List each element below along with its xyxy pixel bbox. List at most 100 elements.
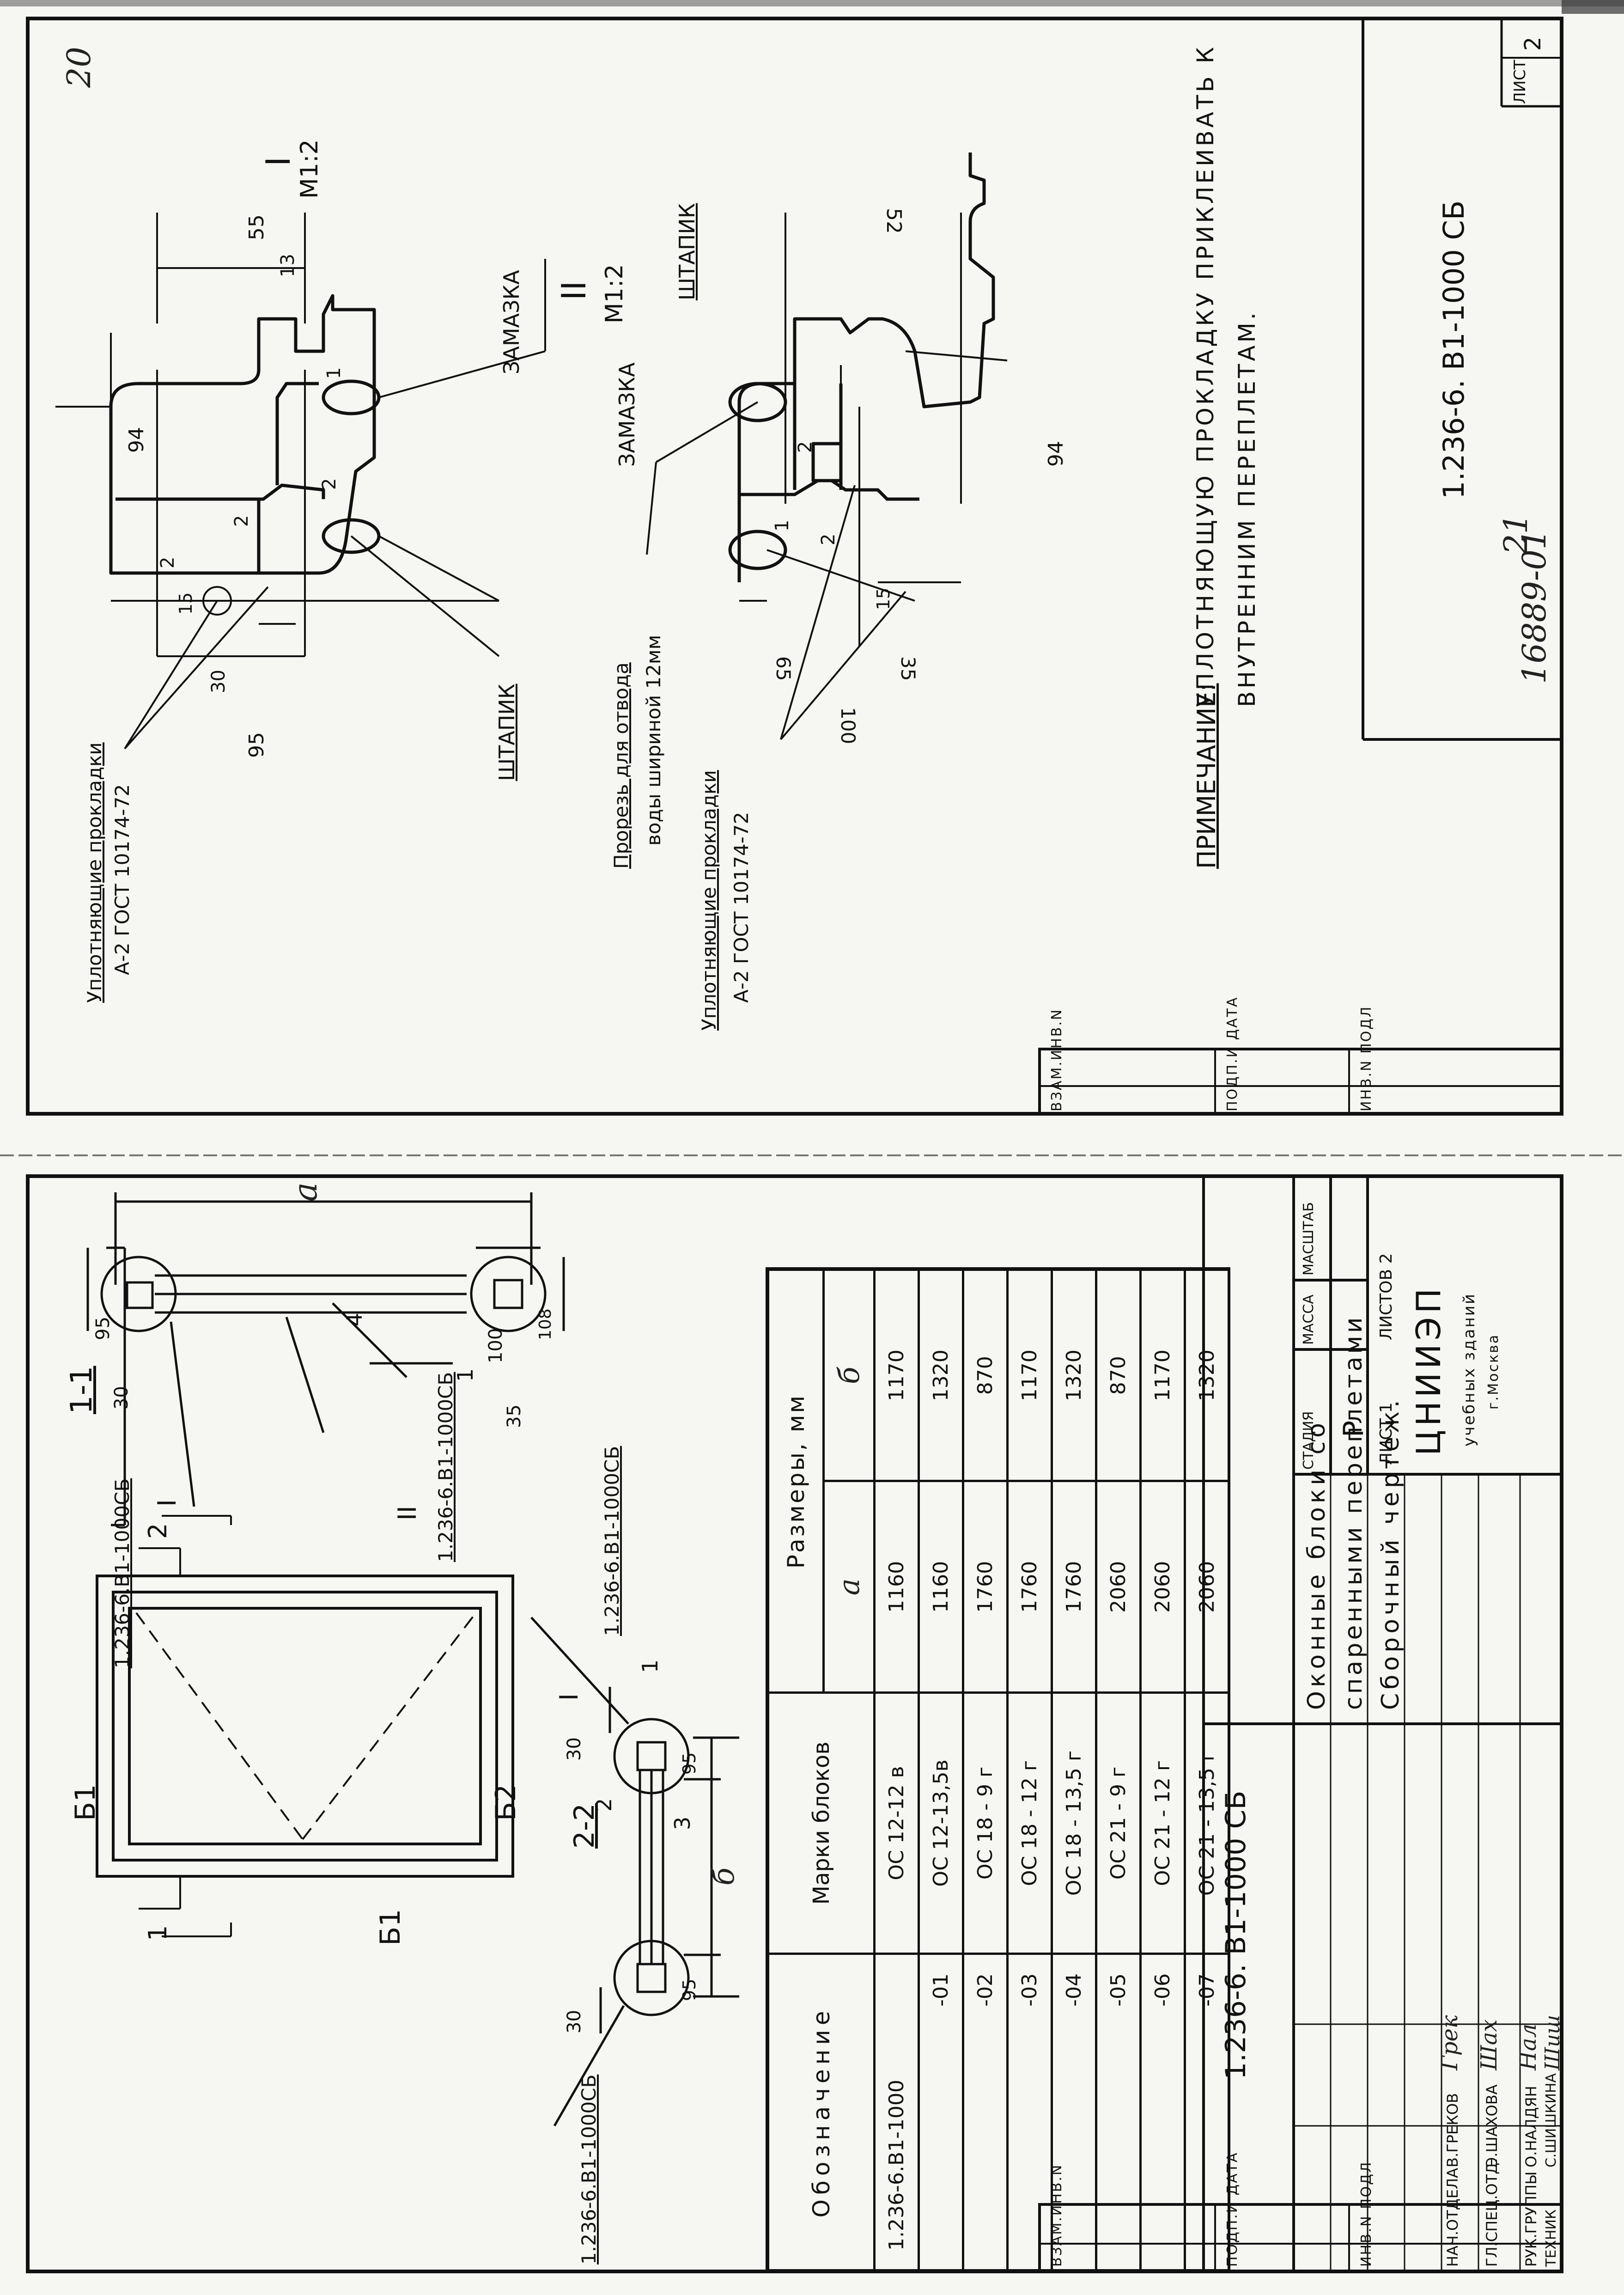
dim-label: 55 bbox=[245, 214, 268, 240]
dim-label: 94 bbox=[1044, 441, 1068, 467]
dim-label: 95 bbox=[679, 1978, 699, 2001]
table-cell-size-a: 2060 bbox=[1185, 1481, 1229, 1693]
dim-a-label: а bbox=[286, 1182, 324, 1202]
sheet2-doc-code: 1.236-6. В1-1000 СБ bbox=[1437, 200, 1471, 499]
title-block-stage: Р bbox=[1338, 1420, 1370, 1437]
staff-name: В.ГРЕКОВ bbox=[1444, 2093, 1461, 2167]
sheet2-sheet-number: 2 bbox=[1520, 37, 1546, 51]
table-cell-size-a: 1760 bbox=[963, 1481, 1008, 1693]
dim-label: 35 bbox=[504, 1404, 525, 1428]
note-line-1: УПЛОТНЯЮЩУЮ ПРОКЛАДКУ ПРИКЛЕИВАТЬ К bbox=[1192, 44, 1219, 707]
dim-label: 100 bbox=[837, 707, 859, 745]
staff-name: О.НАЛДЯН bbox=[1522, 2086, 1540, 2167]
table-cell-mark: ОС 18 - 13,5 г bbox=[1052, 1692, 1096, 1954]
table-cell-size-b: 1320 bbox=[1052, 1270, 1096, 1481]
elevation-b1-label: Б1 bbox=[374, 1909, 407, 1946]
col-header-sizes: Размеры, мм bbox=[768, 1270, 824, 1693]
detail-I-scale: М1:2 bbox=[296, 139, 323, 199]
detail-II-putty-label: ЗАМАЗКА bbox=[614, 362, 639, 467]
dim-label: 95 bbox=[245, 732, 268, 758]
stamp-column-label: ИНВ.N ПОДЛ bbox=[1358, 1005, 1375, 1111]
table-cell-designation: -06 bbox=[1140, 1953, 1185, 2271]
dim-label: 108 bbox=[536, 1308, 555, 1340]
table-cell-designation: -05 bbox=[1096, 1953, 1141, 2271]
stamp-column-label: ИНВ.N ПОДЛ bbox=[1358, 2161, 1375, 2267]
dim-label: 100 bbox=[485, 1328, 506, 1363]
dim-label: 15 bbox=[873, 587, 894, 610]
col-header-b: б bbox=[823, 1270, 875, 1481]
table-cell-mark: ОС 12-12 в bbox=[874, 1692, 919, 1954]
staff-role: ГЛ.СПЕЦ.ОТД. bbox=[1483, 2158, 1501, 2267]
position-label: 2 bbox=[591, 1798, 616, 1812]
detail-II-slot-line-2: воды шириной 12мм bbox=[642, 635, 665, 846]
callout-I: I bbox=[152, 1499, 182, 1507]
position-label: 2 bbox=[818, 533, 839, 545]
table-cell-size-b: 1170 bbox=[1140, 1270, 1185, 1481]
table-cell-designation: 1.236-6.В1-1000 bbox=[874, 1953, 919, 2271]
position-label: 1 bbox=[772, 519, 793, 531]
col-header-designation: Обозначение bbox=[768, 1953, 875, 2271]
inventory-number: 16889-01 bbox=[1515, 529, 1553, 684]
dim-label: 35 bbox=[897, 656, 919, 681]
title-block-sheets: ЛИСТОВ 2 bbox=[1377, 1253, 1396, 1340]
staff-role: ТЕХНИК bbox=[1543, 2209, 1559, 2267]
section-2-2-ref: 1.236-6.В1-1000СБ bbox=[601, 1446, 623, 1636]
title-block-scale-header: МАСШТАБ bbox=[1301, 1202, 1317, 1276]
table-cell-mark: ОС 21 - 9 г bbox=[1096, 1692, 1141, 1954]
section-1-1-ref-II: 1.236-6.В1-1000СБ bbox=[434, 1372, 457, 1562]
table-cell-designation: -01 bbox=[918, 1953, 963, 2271]
detail-II-marker: II bbox=[554, 281, 593, 300]
section-2-2-ref-left: 1.236-6.В1-1000СБ bbox=[578, 2074, 600, 2264]
staff-signature: Шиш bbox=[1541, 2014, 1564, 2070]
table-cell-size-b: 870 bbox=[1096, 1270, 1141, 1481]
detail-II-bead-label: ШТАПИК bbox=[675, 203, 699, 300]
title-block-name-2: спаренными переплетами bbox=[1340, 1314, 1368, 1710]
dim-b-label: б bbox=[707, 1867, 741, 1886]
staff-name: С.ШИШКИНА bbox=[1543, 2073, 1559, 2167]
spec-table-wrapper: Обозначение Марки блоков Размеры, мм а б… bbox=[767, 1269, 1229, 2271]
page-number-top: 20 bbox=[60, 46, 98, 88]
staff-signature: Грек bbox=[1437, 2015, 1463, 2070]
table-cell-size-b: 870 bbox=[963, 1270, 1008, 1481]
dim-label: 15 bbox=[176, 592, 196, 615]
title-block-sheet: ЛИСТ 1 bbox=[1377, 1402, 1396, 1465]
elevation-b1-label: Б1 bbox=[69, 1784, 102, 1821]
table-cell-size-a: 1760 bbox=[1052, 1481, 1096, 1693]
position-label: 1 bbox=[323, 367, 345, 379]
table-cell-size-a: 1760 bbox=[1007, 1481, 1052, 1693]
detail-I-gasket-std: А-2 ГОСТ 10174-72 bbox=[111, 784, 134, 975]
table-cell-size-b: 1170 bbox=[874, 1270, 919, 1481]
dim-label: 13 bbox=[277, 254, 298, 277]
table-cell-size-b: 1170 bbox=[1007, 1270, 1052, 1481]
position-label: 2 bbox=[157, 556, 178, 568]
detail-I-putty-label: ЗАМАЗКА bbox=[499, 270, 524, 374]
note-line-2: ВНУТРЕННИМ ПЕРЕПЛЕТАМ. bbox=[1234, 310, 1260, 707]
table-cell-mark: ОС 21 - 12 г bbox=[1140, 1692, 1185, 1954]
position-label: 4 bbox=[342, 1312, 367, 1326]
table-cell-mark: ОС 18 - 9 г bbox=[963, 1692, 1008, 1954]
dim-label: 95 bbox=[679, 1752, 699, 1775]
table-cell-size-a: 2060 bbox=[1096, 1481, 1141, 1693]
detail-I-gasket-label: Уплотняющие прокладки bbox=[83, 742, 106, 1003]
table-cell-designation: -02 bbox=[963, 1953, 1008, 2271]
col-header-a: а bbox=[823, 1481, 875, 1693]
callout-II: II bbox=[393, 1506, 422, 1520]
dim-label: 65 bbox=[772, 656, 795, 681]
staff-signature: Нал bbox=[1515, 2023, 1541, 2070]
section-1-1-title: 1-1 bbox=[65, 1366, 99, 1414]
title-block-stage-header: СТАДИЯ bbox=[1301, 1411, 1317, 1470]
table-cell-size-a: 1160 bbox=[918, 1481, 963, 1693]
organization-division: учебных зданий bbox=[1460, 1293, 1478, 1447]
stamp-column-label: ВЗАМ.ИНВ.N bbox=[1049, 2163, 1065, 2267]
position-label: 3 bbox=[670, 1816, 695, 1830]
organization-name: ЦНИИЭП bbox=[1409, 1284, 1448, 1456]
detail-II-gasket-label: Уплотняющие прокладки bbox=[698, 770, 720, 1031]
